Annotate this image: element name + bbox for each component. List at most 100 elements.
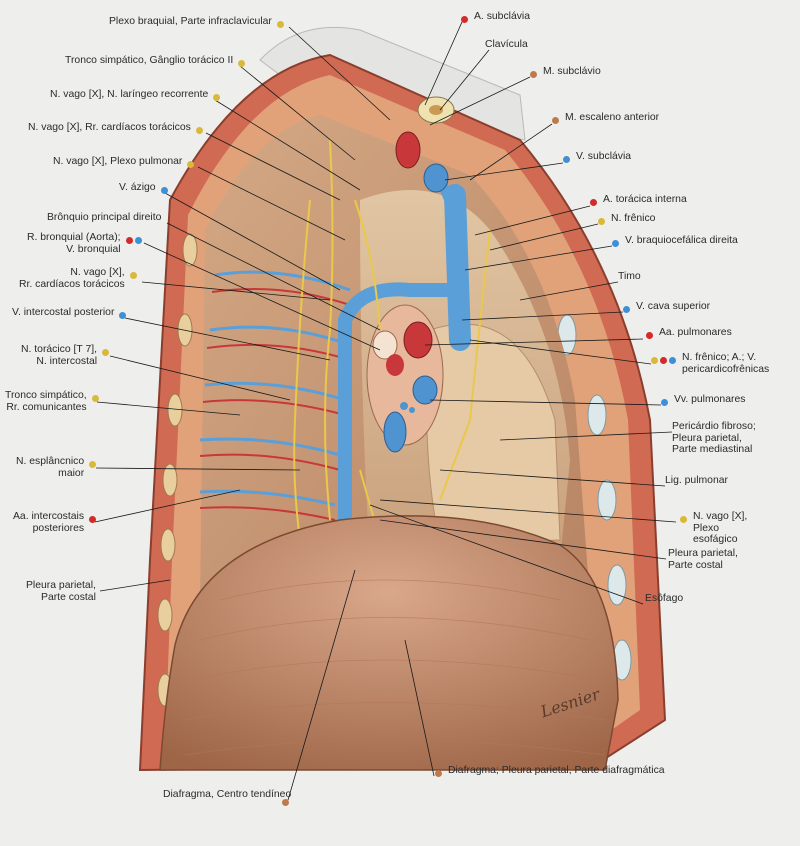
label-n-toracico: N. torácico [T 7],N. intercostal [21,344,97,367]
label-n-frenico-pericardico: N. frênico; A.; V.pericardicofrênicas [682,352,769,375]
label-n-frenico: N. frênico [611,213,655,225]
label-pericardio: Pericárdio fibroso;Pleura parietal,Parte… [672,421,756,456]
red-dot-icon [660,357,667,364]
label-text: Timo [618,271,641,282]
label-text: Vv. pulmonares [674,394,746,405]
label-v-braquiocefalica: V. braquiocefálica direita [625,235,738,247]
brown-dot-icon [282,799,289,806]
label-m-subclavio: M. subclávio [543,66,601,78]
label-text: Esôfago [645,593,684,604]
label-text: V. subclávia [576,151,632,162]
red-dot-icon [590,199,597,206]
label-m-escaleno: M. escaleno anterior [565,112,659,124]
label-vago-laringeo: N. vago [X], N. laríngeo recorrente [50,89,208,101]
subclavian-vein-section [423,163,449,193]
label-clavicula: Clavícula [485,39,528,51]
yellow-dot-icon [196,127,203,134]
blue-dot-icon [563,156,570,163]
blue-dot-icon [669,357,676,364]
label-v-azigo: V. ázigo [119,182,156,194]
label-text: Plexo [693,522,719,534]
yellow-dot-icon [238,60,245,67]
yellow-dot-icon [102,349,109,356]
azygos-vein [338,282,457,567]
pulmonary-vein-section [412,375,438,405]
yellow-dot-icon [187,161,194,168]
label-vago-cardiacos-2: N. vago [X],Rr. cardíacos torácicos [19,267,125,290]
superior-vena-cava [444,184,471,351]
label-text: V. intercostal posterior [12,307,115,318]
label-v-intercostal-posterior: V. intercostal posterior [12,307,114,319]
label-text: V. ázigo [119,182,156,193]
label-a-subclavia: A. subclávia [474,11,530,23]
red-dot-icon [126,237,133,244]
red-dot-icon [461,16,468,23]
label-pleura-costal-left: Pleura parietal,Parte costal [26,580,96,603]
label-text: Pleura parietal, [26,580,96,591]
label-vago-cardiacos-1: N. vago [X], Rr. cardíacos torácicos [28,122,191,134]
label-text: Parte costal [41,591,96,603]
label-text: maior [58,467,85,479]
yellow-dot-icon [651,357,658,364]
label-text: Plexo braquial, Parte infraclavicular [109,16,272,27]
subclavian-artery-section [395,131,421,169]
label-r-bronquial: R. bronquial (Aorta);V. bronquial [27,232,121,255]
label-text: Pericárdio fibroso; [672,421,756,432]
label-v-cava-superior: V. cava superior [636,301,710,313]
label-text: A. subclávia [474,11,531,22]
label-diafragma-centro: Diafragma, Centro tendíneo [163,789,291,801]
brown-dot-icon [552,117,559,124]
label-text: N. frênico; A.; V. [682,352,757,363]
yellow-dot-icon [89,461,96,468]
yellow-dot-icon [213,94,220,101]
label-aa-pulmonares: Aa. pulmonares [659,327,732,339]
label-diafragma-pleura: Diafragma; Pleura parietal, Parte diafra… [448,765,665,777]
yellow-dot-icon [277,21,284,28]
label-text: Tronco simpático, Gânglio torácico II [65,55,234,66]
label-text: N. frênico [611,213,656,224]
label-text: N. torácico [T 7], [21,344,98,355]
blue-dot-icon [661,399,668,406]
diaphragm-fibers [184,579,606,756]
yellow-dot-icon [598,218,605,225]
label-v-subclavia: V. subclávia [576,151,631,163]
blue-dot-icon [119,312,126,319]
yellow-dot-icon [130,272,137,279]
label-text: Diafragma; Pleura parietal, Parte diafra… [448,765,665,776]
label-tronco-simpatico-ganglio: Tronco simpático, Gânglio torácico II [65,55,233,67]
label-text: Aa. intercostais [13,511,85,522]
label-text: N. vago [X], Rr. cardíacos torácicos [28,122,191,133]
label-text: Lig. pulmonar [665,475,728,486]
label-text: A. torácica interna [603,194,687,205]
label-plexo-braquial: Plexo braquial, Parte infraclavicular [109,16,272,28]
label-lig-pulmonar: Lig. pulmonar [665,475,728,487]
label-text: Tronco simpático, [5,390,87,401]
label-text: M. subclávio [543,66,601,77]
label-vago-plexo-pulmonar: N. vago [X], Plexo pulmonar [53,156,182,168]
label-text: V. bronquial [66,243,121,255]
label-text: N. esplâncnico [16,456,85,467]
label-timo: Timo [618,271,641,283]
label-text: Clavícula [485,39,528,50]
yellow-dot-icon [92,395,99,402]
label-text: V. cava superior [636,301,711,312]
yellow-dot-icon [680,516,687,523]
diaphragm [159,515,619,771]
label-text: V. braquiocefálica direita [625,235,738,246]
label-text: esofágico [693,534,738,545]
label-a-toracica-interna: A. torácica interna [603,194,687,206]
label-esofago: Esôfago [645,593,683,605]
red-dot-icon [89,516,96,523]
label-text: posteriores [32,522,85,534]
label-text: Parte mediastinal [672,444,753,455]
label-text: Aa. pulmonares [659,327,732,338]
brown-dot-icon [530,71,537,78]
label-tronco-simpatico-rr: Tronco simpático,Rr. comunicantes [5,390,87,413]
nerves [293,139,491,561]
leader-lines [94,21,677,801]
label-text: R. bronquial (Aorta); [27,232,121,243]
